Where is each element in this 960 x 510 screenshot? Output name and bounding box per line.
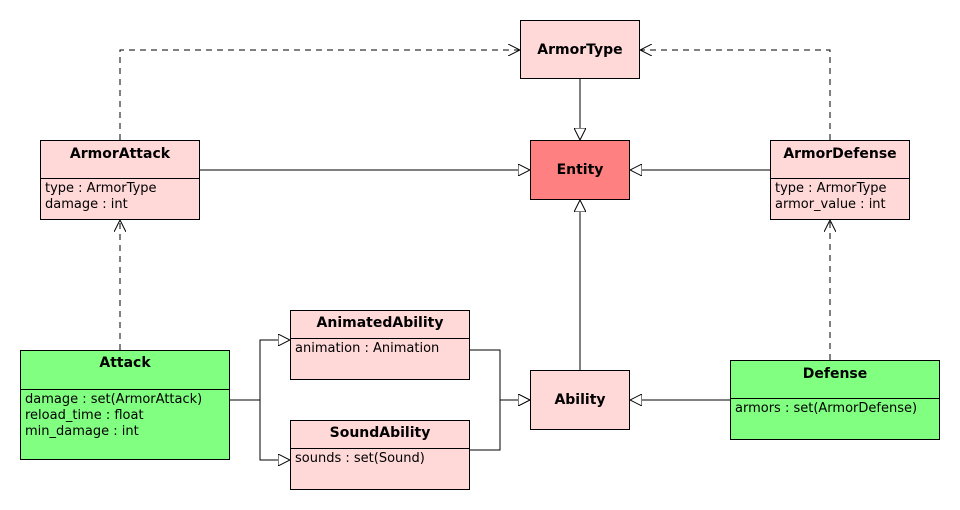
attribute: armors : set(ArmorDefense) <box>735 401 918 416</box>
class-name: AnimatedAbility <box>316 315 444 331</box>
attribute-list: armors : set(ArmorDefense) <box>731 398 939 417</box>
class-name: Entity <box>556 162 604 178</box>
gen-animatedability-ability <box>470 349 530 400</box>
class-name: ArmorDefense <box>783 146 897 162</box>
gen-attack-soundability <box>230 399 290 460</box>
attribute: min_damage : int <box>25 424 139 439</box>
class-name: SoundAbility <box>329 425 431 441</box>
class-name: Attack <box>99 355 151 371</box>
class-animatedability[interactable]: AnimatedAbility animation : Animation <box>290 310 470 380</box>
attribute-list: sounds : set(Sound) <box>291 448 469 467</box>
class-armortype[interactable]: ArmorType <box>520 20 640 79</box>
class-name: Defense <box>802 366 868 382</box>
class-name: ArmorType <box>537 41 623 58</box>
attribute: type : ArmorType <box>775 181 887 196</box>
class-name: ArmorAttack <box>69 146 171 162</box>
attribute: animation : Animation <box>295 341 440 356</box>
dep-armorattack-armortype <box>119 50 520 140</box>
gen-soundability-ability <box>470 400 530 451</box>
attribute-list: type : ArmorType armor_value : int <box>771 178 909 213</box>
class-defense[interactable]: Defense armors : set(ArmorDefense) <box>730 360 940 440</box>
class-armorattack[interactable]: ArmorAttack type : ArmorType damage : in… <box>40 140 200 220</box>
class-entity[interactable]: Entity <box>530 140 630 200</box>
attribute: damage : set(ArmorAttack) <box>25 392 203 407</box>
attribute: damage : int <box>45 197 128 212</box>
gen-attack-animatedability <box>230 340 290 401</box>
attribute-list: animation : Animation <box>291 338 469 357</box>
class-soundability[interactable]: SoundAbility sounds : set(Sound) <box>290 420 470 490</box>
attribute-list: type : ArmorType damage : int <box>41 178 199 213</box>
attribute: armor_value : int <box>775 197 886 212</box>
dep-armordefense-armortype <box>640 50 831 140</box>
class-ability[interactable]: Ability <box>530 370 630 430</box>
class-name: Ability <box>554 392 606 408</box>
attribute-list: damage : set(ArmorAttack) reload_time : … <box>21 389 229 440</box>
attribute: reload_time : float <box>25 408 144 423</box>
class-attack[interactable]: Attack damage : set(ArmorAttack) reload_… <box>20 350 230 460</box>
attribute: type : ArmorType <box>45 181 157 196</box>
class-armordefense[interactable]: ArmorDefense type : ArmorType armor_valu… <box>770 140 910 220</box>
attribute: sounds : set(Sound) <box>295 451 425 466</box>
